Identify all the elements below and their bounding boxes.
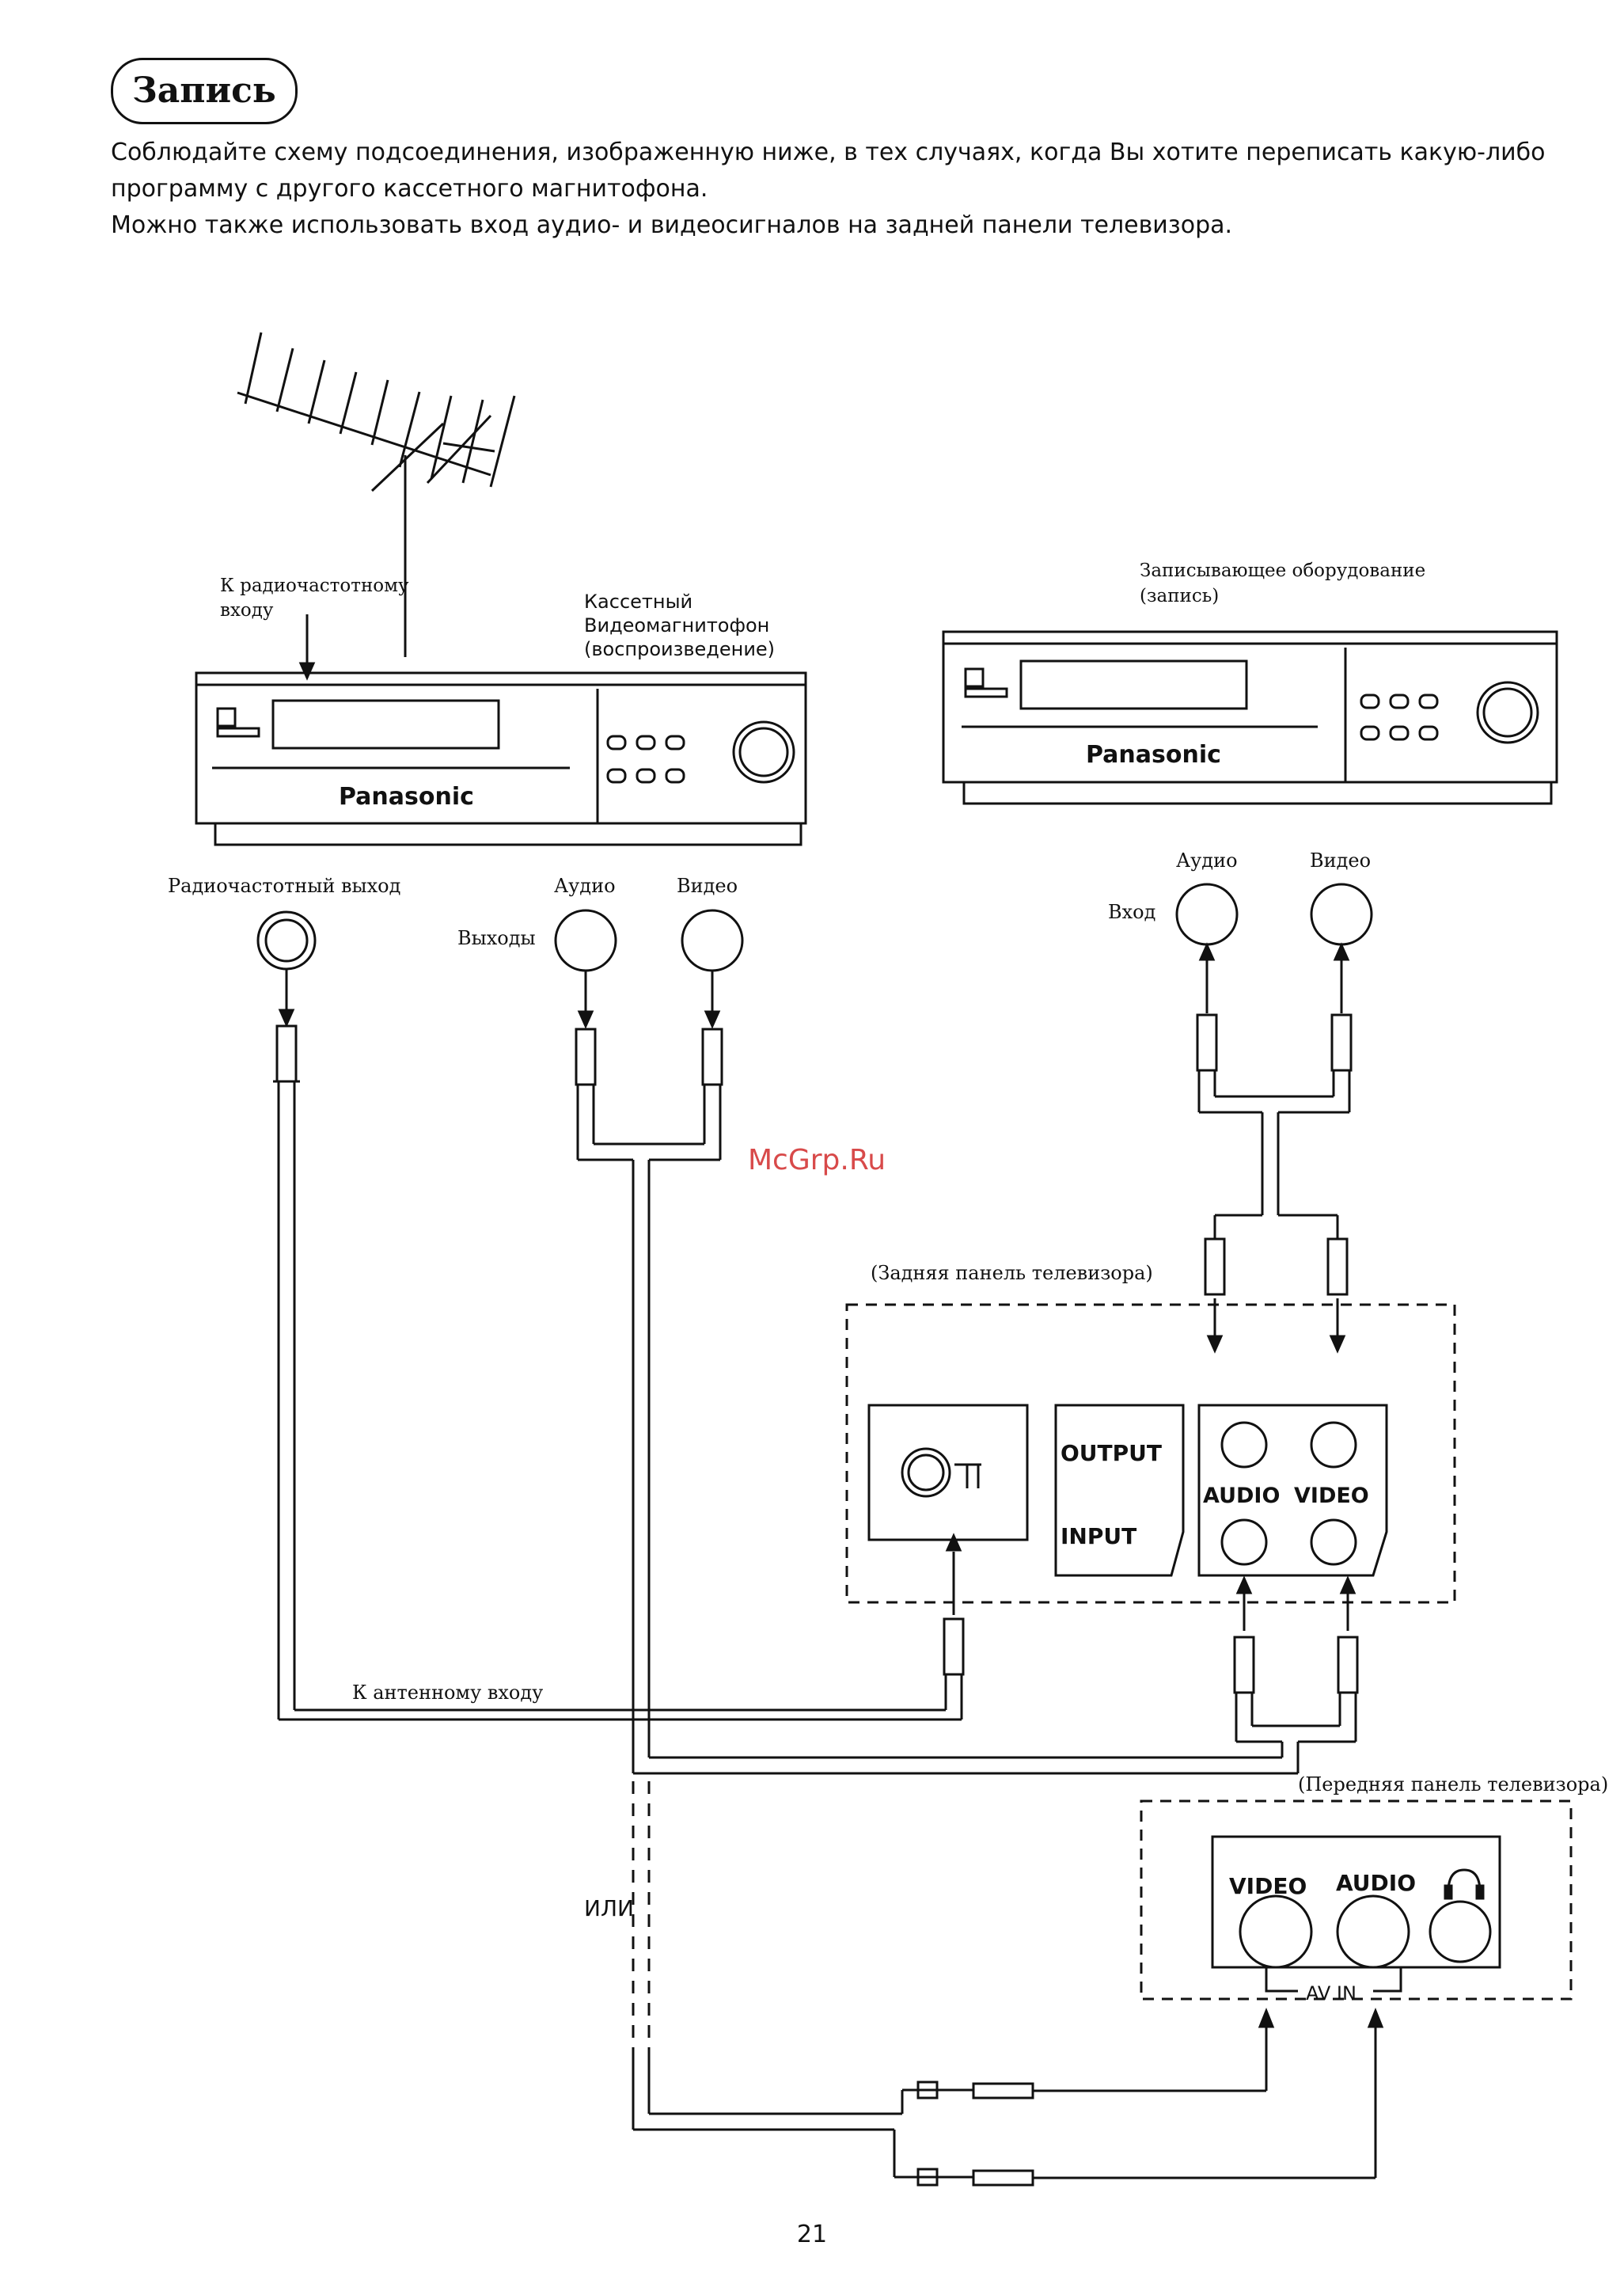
rear-video-in-jack: [1310, 1518, 1357, 1566]
playback-vcr-label-3: (воспроизведение): [584, 638, 775, 660]
rear-video-label: VIDEO: [1294, 1484, 1369, 1508]
rf-input-label-2: входу: [220, 600, 274, 621]
audio-in-label: Аудио: [1176, 849, 1238, 872]
video-out-label: Видео: [677, 875, 738, 897]
headphone-jack: [1429, 1900, 1492, 1963]
front-video-jack: [1239, 1894, 1313, 1969]
brand-logo-right: Panasonic: [1086, 741, 1221, 769]
output-input-switch: [1054, 1404, 1185, 1577]
rear-audio-in-jack: [1220, 1518, 1268, 1566]
intro-line-3: Можно также использовать вход аудио- и в…: [111, 211, 1233, 239]
intro-line-1: Соблюдайте схему подсоединения, изображе…: [111, 139, 1546, 166]
front-audio-jack: [1336, 1894, 1410, 1969]
playback-vcr: [195, 671, 807, 846]
page-number: 21: [796, 2221, 828, 2248]
input-en-label: INPUT: [1061, 1523, 1136, 1549]
recorder-label-2: (запись): [1140, 586, 1219, 606]
antenna-in-label: К антенному входу: [352, 1682, 543, 1704]
arrow-down-icon: [298, 662, 316, 681]
headphone-icon: [1444, 1868, 1485, 1900]
section-title: Запись: [111, 58, 298, 124]
av-rear-jacks: [1197, 1404, 1388, 1577]
av-in-box: [1211, 1835, 1501, 1969]
tv-front-panel: [1140, 1799, 1573, 2001]
rear-video-out-jack: [1310, 1421, 1357, 1469]
av-in-label: AV IN: [1306, 1982, 1356, 2004]
intro-line-2: программу с другого кассетного магнитофо…: [111, 175, 708, 203]
audio-out-label: Аудио: [554, 875, 616, 897]
rf-out-label: Радиочастотный выход: [168, 875, 400, 897]
audio-out-jack: [554, 909, 617, 972]
rf-input-label-1: К радиочастотному: [220, 576, 409, 596]
recorder-label-1: Записывающее оборудование: [1140, 560, 1425, 581]
front-video-label: VIDEO: [1229, 1873, 1307, 1899]
watermark: McGrp.Ru: [748, 1144, 886, 1176]
playback-vcr-label-2: Видеомагнитофон: [584, 614, 769, 636]
playback-vcr-label-1: Кассетный: [584, 591, 692, 613]
antenna-in-box: [867, 1404, 1029, 1541]
video-out-jack: [681, 909, 744, 972]
front-audio-label: AUDIO: [1336, 1870, 1416, 1896]
video-in-label: Видео: [1310, 849, 1371, 872]
recording-vcr: [942, 630, 1558, 805]
audio-in-jack: [1175, 883, 1239, 946]
rear-audio-label: AUDIO: [1203, 1484, 1280, 1508]
video-in-jack: [1310, 883, 1373, 946]
input-label: Вход: [1108, 901, 1155, 923]
tv-rear-panel-label: (Задняя панель телевизора): [871, 1262, 1153, 1284]
tv-rear-panel: [845, 1303, 1456, 1604]
or-label: ИЛИ: [584, 1895, 634, 1921]
tv-front-panel-label: (Передняя панель телевизора): [1298, 1773, 1608, 1796]
outputs-label: Выходы: [457, 927, 536, 949]
output-label: OUTPUT: [1061, 1440, 1162, 1466]
antenna-icon: [237, 332, 516, 602]
rear-audio-out-jack: [1220, 1421, 1268, 1469]
brand-logo-left: Panasonic: [339, 783, 474, 811]
